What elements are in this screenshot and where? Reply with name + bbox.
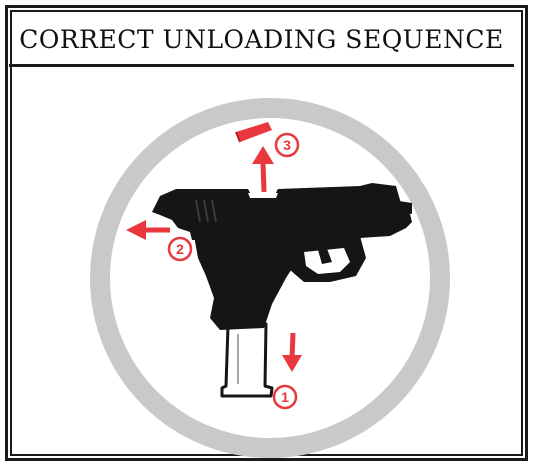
step-2-badge: 2 (169, 238, 191, 260)
step-3-number: 3 (283, 137, 291, 153)
pistol-icon (152, 183, 412, 330)
step-3-arrow-icon (252, 146, 274, 192)
step-1-arrow-icon (282, 333, 302, 372)
step-3-badge: 3 (276, 134, 298, 156)
step-1-number: 1 (281, 389, 289, 405)
step-2-number: 2 (176, 241, 184, 257)
cartridge-icon (236, 122, 272, 142)
step-1-badge: 1 (274, 386, 296, 408)
step-2-arrow-icon (126, 220, 170, 240)
magazine (222, 324, 272, 396)
